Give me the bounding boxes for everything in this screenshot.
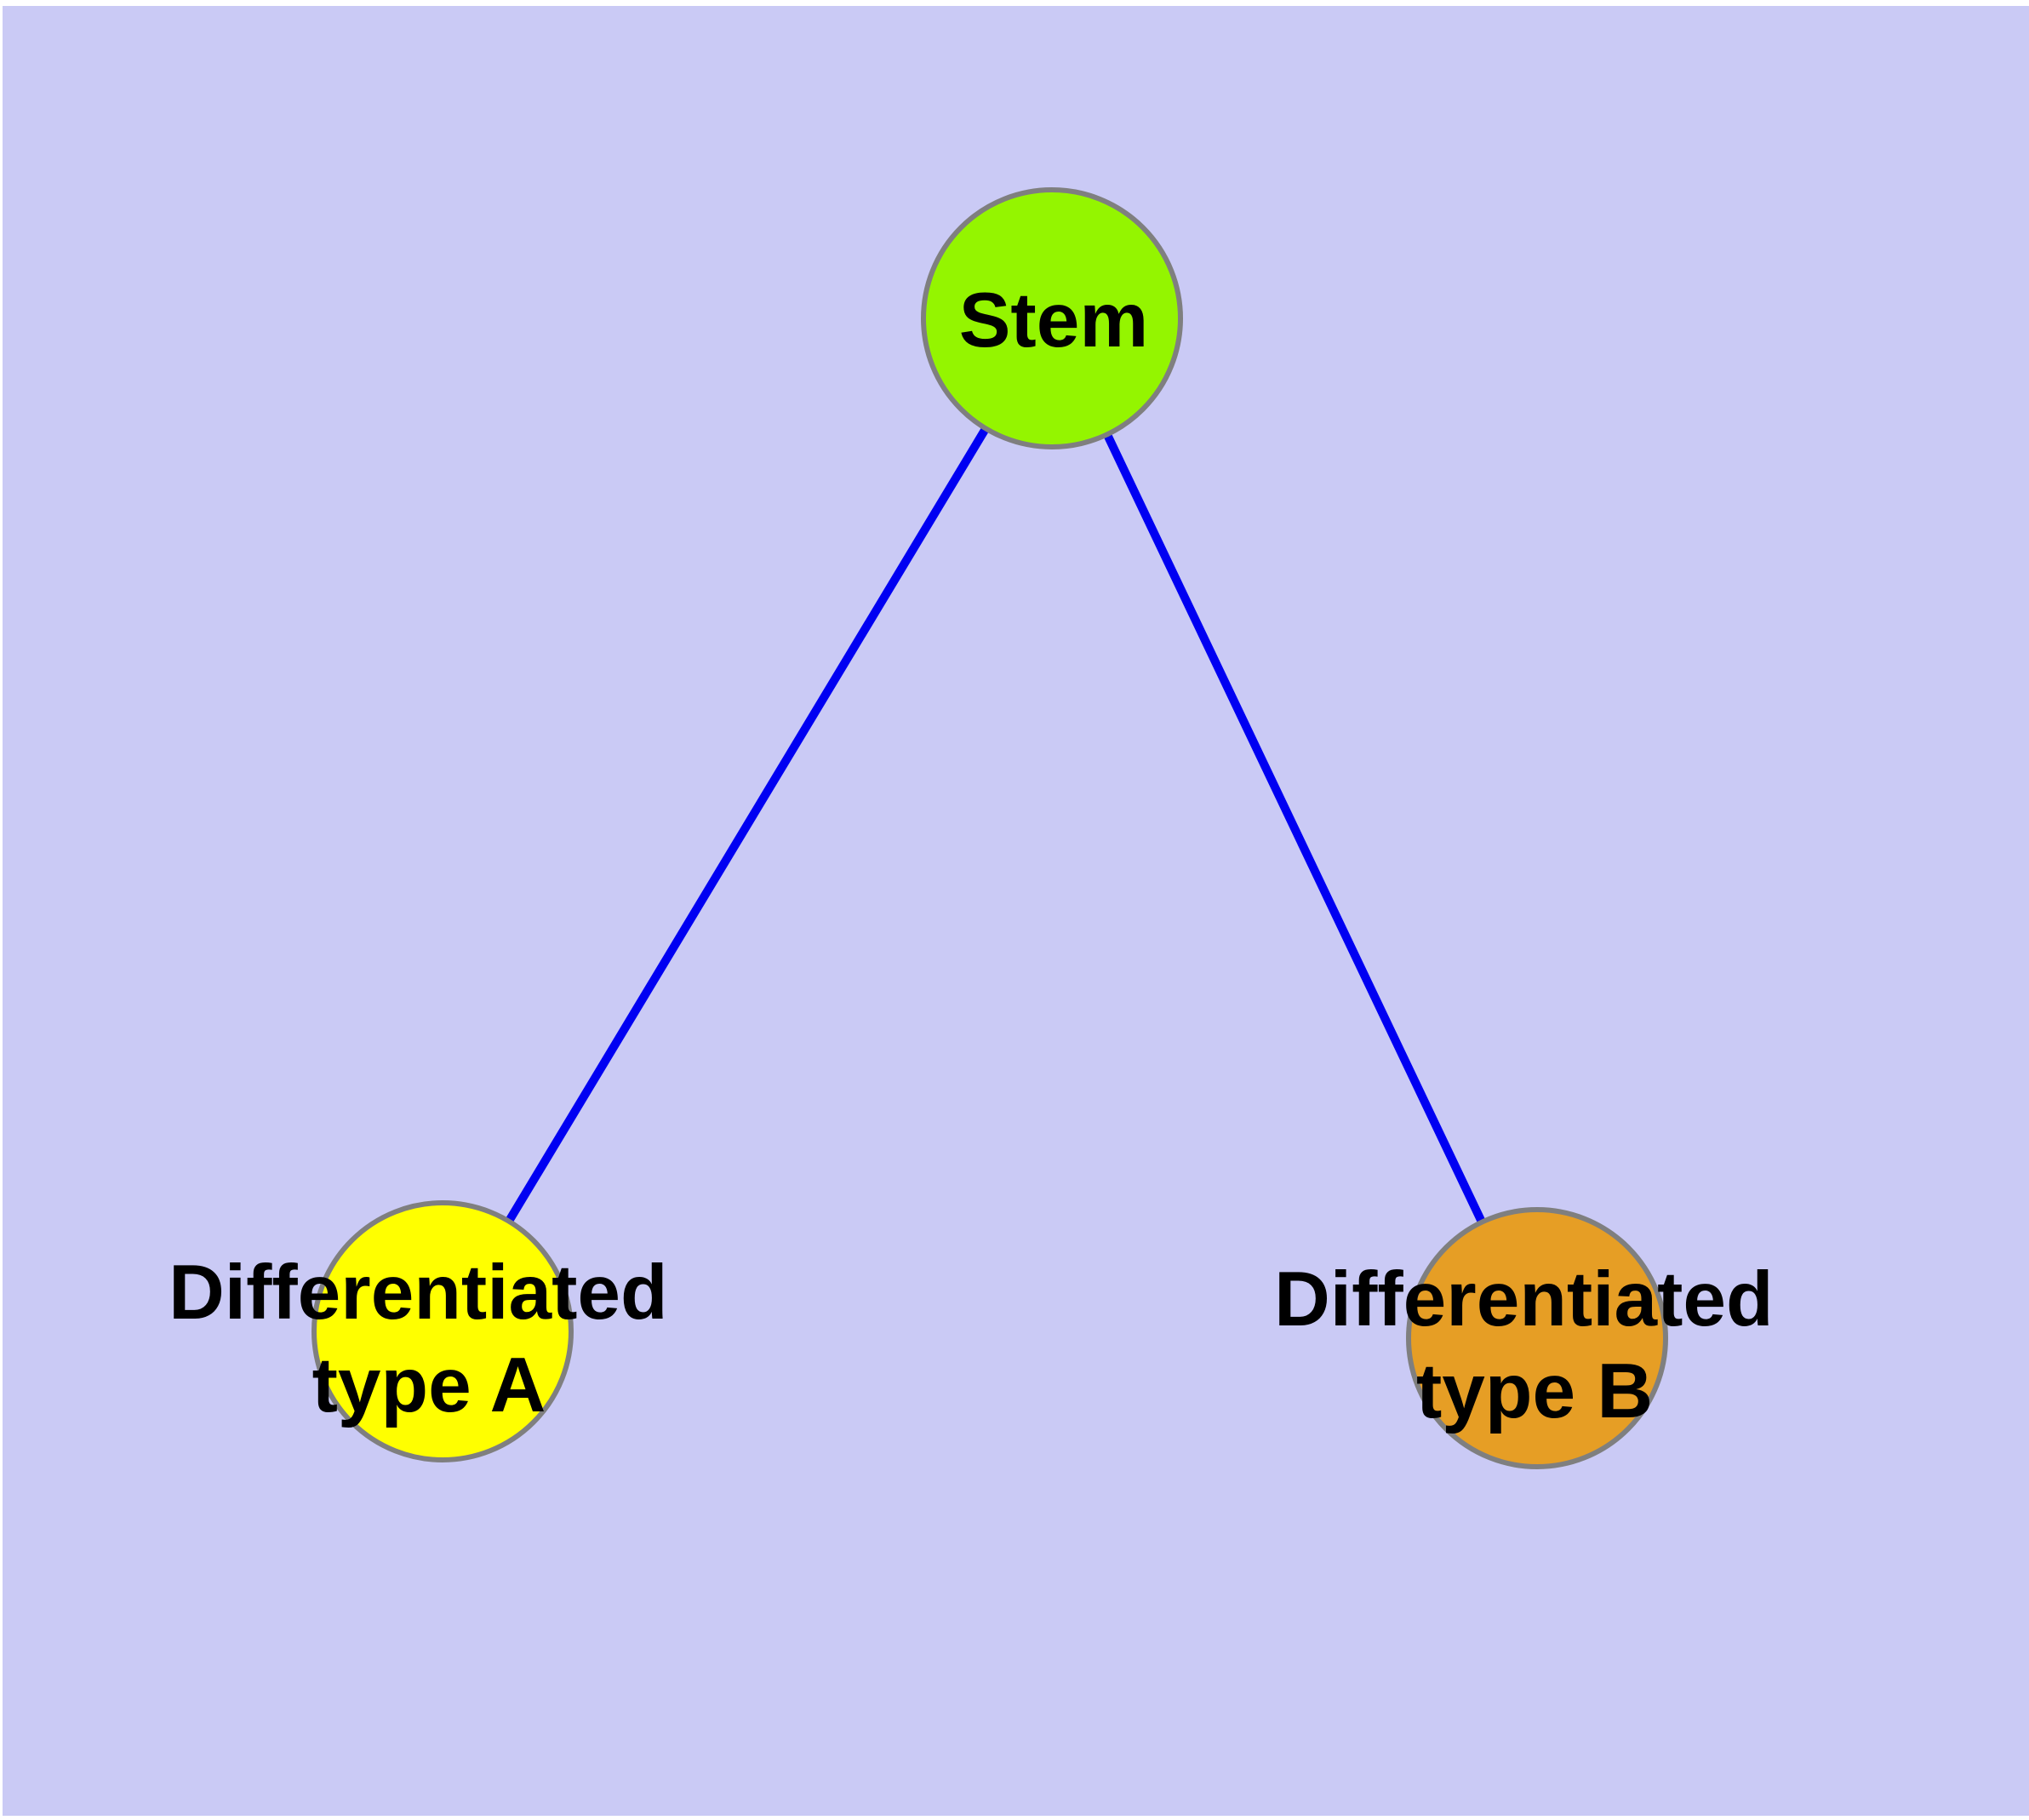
- node-type-a-label-line1: Differentiated: [169, 1250, 668, 1336]
- node-stem-circle: [921, 187, 1183, 449]
- node-type-b-label-line2: type B: [1416, 1348, 1653, 1434]
- node-type-b-label-line1: Differentiated: [1274, 1256, 1774, 1342]
- node-type-a-circle: [311, 1200, 574, 1462]
- node-type-a: Differentiated type A: [169, 1200, 689, 1462]
- node-type-b-circle: [1406, 1207, 1668, 1469]
- node-stem: Stem: [921, 187, 1183, 449]
- edge-layer: [438, 314, 1541, 1342]
- edge-stem-to-type-a: [438, 314, 1056, 1336]
- node-type-a-label-line2: type A: [312, 1342, 546, 1428]
- edge-stem-to-type-b: [1048, 314, 1541, 1342]
- node-type-b-label: Differentiated type B: [1274, 1256, 1795, 1434]
- node-stem-label: Stem: [959, 278, 1149, 363]
- node-type-b: Differentiated type B: [1274, 1207, 1795, 1469]
- node-type-a-label: Differentiated type A: [169, 1250, 689, 1428]
